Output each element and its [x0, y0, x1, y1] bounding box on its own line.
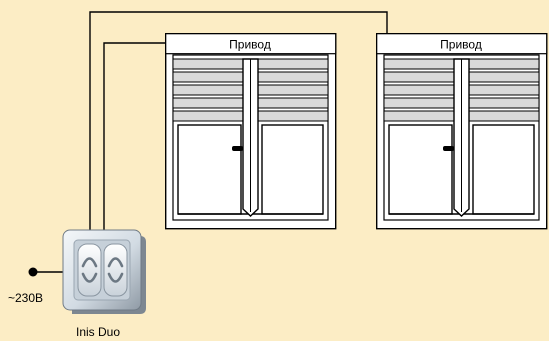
drive-label: Привод — [229, 38, 271, 52]
left-sash — [388, 124, 453, 215]
drive-box — [376, 33, 548, 55]
right-rocker — [103, 243, 128, 297]
window-handle-icon — [443, 146, 454, 151]
drive-box — [165, 33, 337, 55]
mains-terminal-dot — [28, 267, 38, 277]
voltage-label: ~230В — [8, 291, 43, 305]
wire-to-drive-1 — [103, 42, 165, 232]
left-sash — [177, 124, 242, 215]
switch-label: Inis Duo — [76, 325, 120, 339]
right-sash — [472, 124, 535, 215]
window-drive-2: Привод — [375, 32, 548, 230]
drive-label: Привод — [440, 38, 482, 52]
wire-to-drive-2 — [89, 11, 388, 232]
double-rocker-switch-icon — [62, 229, 146, 314]
wires — [33, 11, 388, 273]
right-sash — [261, 124, 324, 215]
window-handle-icon — [232, 146, 243, 151]
left-rocker — [77, 243, 102, 297]
window-drive-1: Привод — [164, 32, 337, 230]
